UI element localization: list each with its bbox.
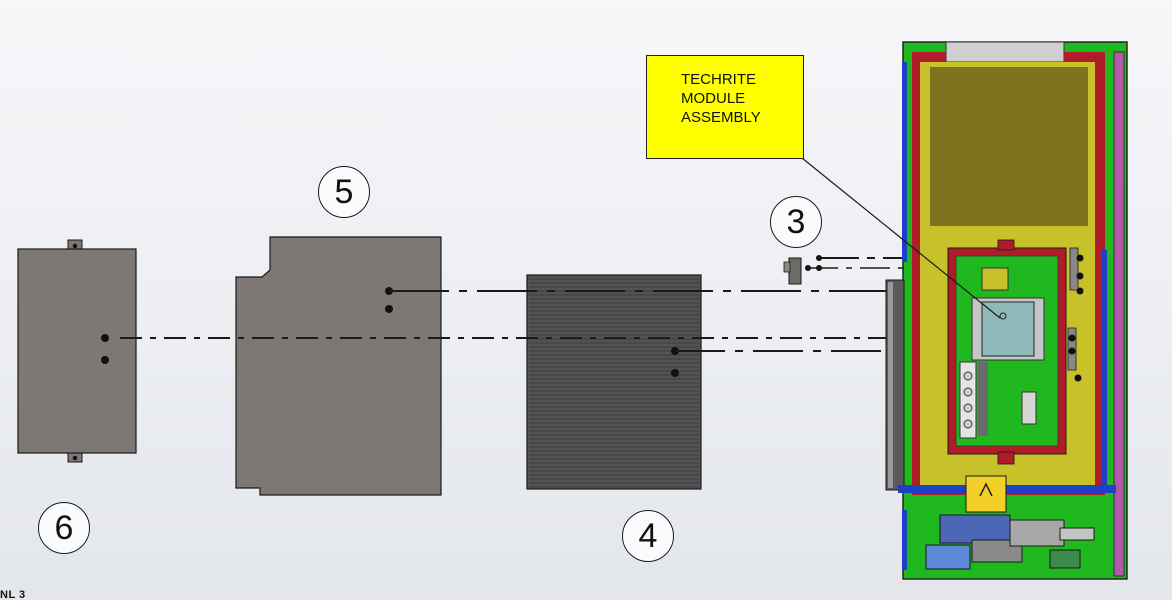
note-line-2: MODULE (681, 90, 746, 107)
callout-3-label: 3 (786, 203, 806, 241)
note-line-3: ASSEMBLY (681, 109, 761, 126)
callout-4-label: 4 (638, 517, 658, 555)
cover-plate-6 (17, 239, 137, 463)
callout-5: 5 (318, 166, 370, 218)
grille-panel-4 (526, 274, 702, 490)
note-line-1: TECHRITE (681, 71, 756, 88)
caption-fragment: NL 3 (0, 589, 26, 600)
callout-6: 6 (38, 502, 90, 554)
bracket-3 (783, 255, 822, 285)
cabinet-assembly (885, 41, 1128, 580)
callout-6-label: 6 (54, 509, 74, 547)
techrite-module-note: TECHRITE MODULE ASSEMBLY (646, 55, 804, 159)
callout-4: 4 (622, 510, 674, 562)
grille-lines (529, 278, 699, 488)
note-leader-line (801, 157, 1001, 319)
callout-5-label: 5 (334, 173, 354, 211)
callout-3: 3 (770, 196, 822, 248)
panel-5 (235, 236, 442, 496)
